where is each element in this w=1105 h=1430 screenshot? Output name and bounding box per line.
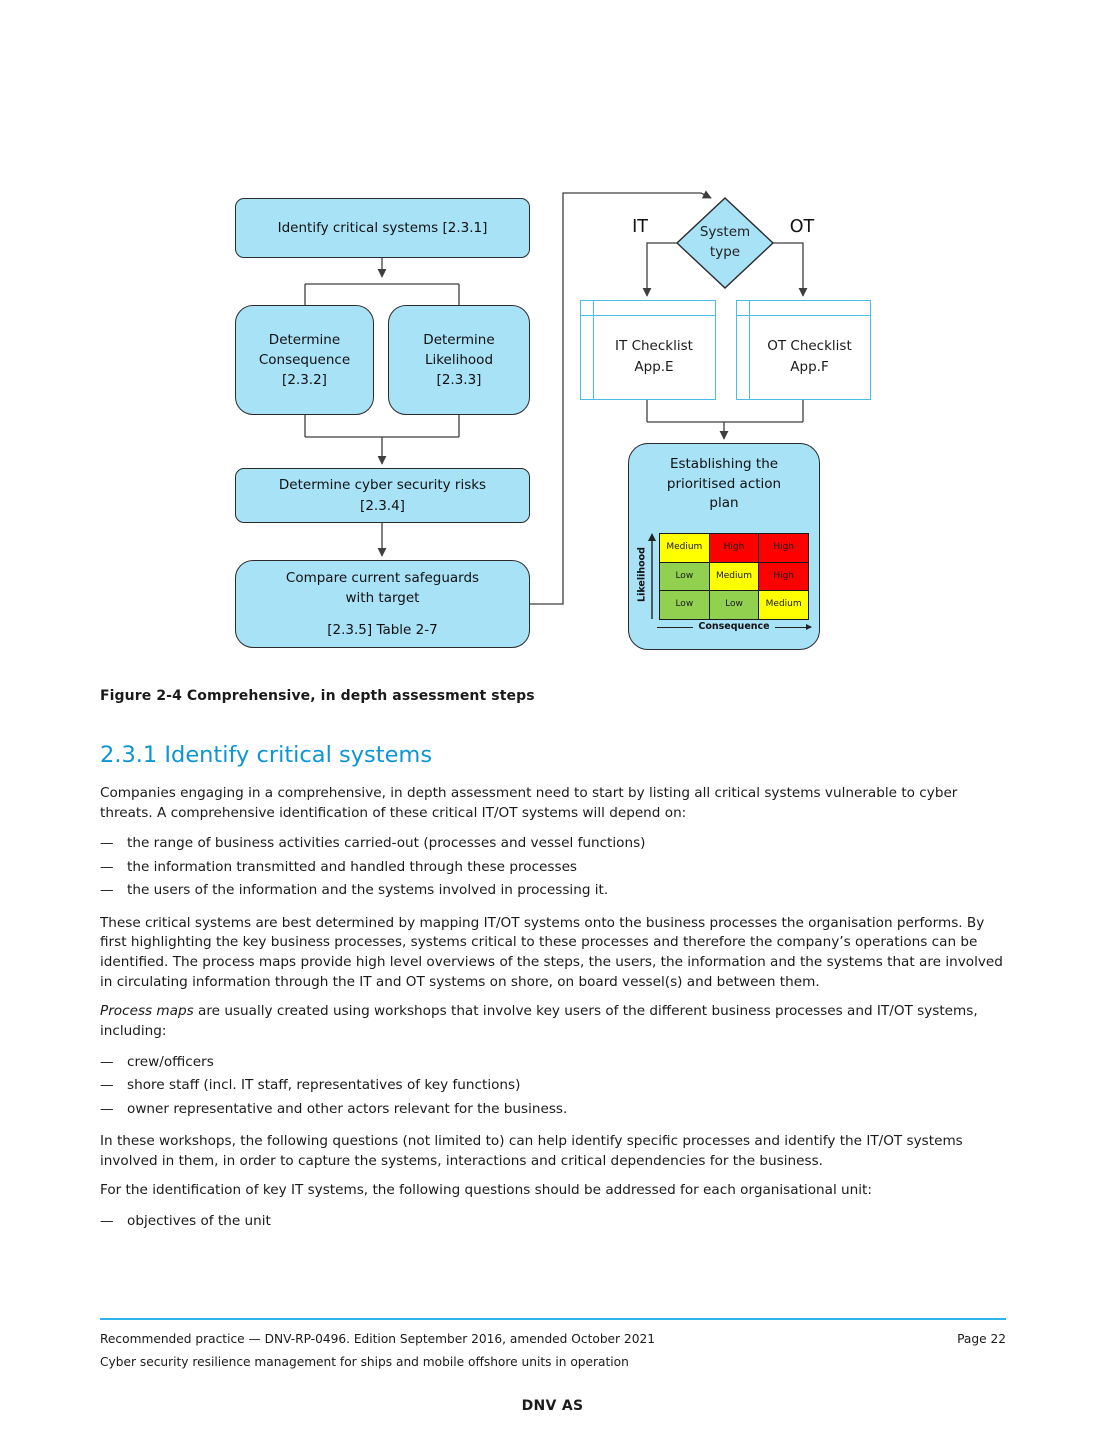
dash-marker: — xyxy=(100,882,114,899)
risk-matrix-cell: Medium xyxy=(759,591,808,619)
dash-marker: — xyxy=(100,1100,114,1117)
checklist-inner-hline xyxy=(581,315,715,316)
flowchart-box-action-plan: Establishing the prioritised action plan… xyxy=(628,443,820,650)
branch-label-ot: OT xyxy=(789,217,815,237)
risk-matrix: Medium High High Low Medium High Low Low… xyxy=(659,533,809,620)
paragraph-text: are usually created using workshops that… xyxy=(100,1003,978,1040)
paragraph: For the identification of key IT systems… xyxy=(100,1182,872,1199)
list-item: — owner representative and other actors … xyxy=(100,1099,1006,1119)
risk-matrix-cell: Medium xyxy=(660,534,709,562)
list-item: — objectives of the unit xyxy=(100,1211,1006,1231)
ot-checklist-box: OT Checklist App.F xyxy=(736,300,871,400)
risk-matrix-cell: High xyxy=(759,534,808,562)
risk-matrix-cell: Medium xyxy=(709,562,759,591)
consequence-axis-line xyxy=(657,626,694,628)
page-footer: Recommended practice — DNV-RP-0496. Edit… xyxy=(100,1318,1006,1369)
dash-marker: — xyxy=(100,1213,114,1230)
it-checklist-label: IT Checklist App.E xyxy=(615,338,693,375)
footer-edition-text: Recommended practice — DNV-RP-0496. Edit… xyxy=(100,1332,655,1346)
bullet-list: — the range of business activities carri… xyxy=(100,833,1006,900)
risk-matrix-x-axis-label: Consequence xyxy=(698,620,770,632)
risk-matrix-cell: Low xyxy=(709,591,759,619)
checklist-inner-vline xyxy=(749,301,750,399)
action-plan-title: Establishing the prioritised action plan xyxy=(666,456,782,512)
list-item-text: owner representative and other actors re… xyxy=(127,1100,568,1117)
footer-document-subtitle: Cyber security resilience management for… xyxy=(100,1355,629,1369)
footer-divider xyxy=(100,1318,1006,1320)
it-checklist-box: IT Checklist App.E xyxy=(580,300,716,400)
footer-page-number: Page 22 xyxy=(957,1332,1006,1346)
italic-lead: Process maps xyxy=(100,1003,194,1020)
consequence-axis: Consequence xyxy=(657,620,813,634)
compare-box-text: Compare current safeguards with target xyxy=(285,570,480,607)
decision-system-type-label: System type xyxy=(699,224,751,260)
dash-marker: — xyxy=(100,858,114,875)
figure-2-4-diagram: Identify critical systems [2.3.1] Determ… xyxy=(0,170,1105,682)
list-item: — shore staff (incl. IT staff, represent… xyxy=(100,1075,1006,1095)
list-item: — crew/officers xyxy=(100,1052,1006,1072)
risk-matrix-cell: Low xyxy=(660,591,709,619)
consequence-axis-arrow xyxy=(774,623,813,630)
list-item-text: the information transmitted and handled … xyxy=(127,858,578,875)
ot-checklist-label: OT Checklist App.F xyxy=(767,338,852,375)
flowchart-connectors xyxy=(304,190,808,605)
list-item-text: crew/officers xyxy=(127,1053,214,1070)
dash-marker: — xyxy=(100,835,114,852)
section-content: 2.3.1 Identify critical systems Companie… xyxy=(100,742,1006,1244)
dash-marker: — xyxy=(100,1077,114,1094)
flowchart-box-determine-consequence: Determine Consequence [2.3.2] xyxy=(235,305,374,415)
paragraph: These critical systems are best determin… xyxy=(100,914,1003,990)
list-item-text: the users of the information and the sys… xyxy=(127,882,609,899)
figure-caption: Figure 2-4 Comprehensive, in depth asses… xyxy=(100,688,535,704)
bullet-list: — crew/officers — shore staff (incl. IT … xyxy=(100,1052,1006,1119)
publisher-name: DNV AS xyxy=(521,1398,584,1414)
checklist-inner-vline xyxy=(593,301,594,399)
list-item: — the range of business activities carri… xyxy=(100,833,1006,853)
branch-label-it: IT xyxy=(632,217,648,237)
section-heading: 2.3.1 Identify critical systems xyxy=(100,742,433,768)
bullet-list: — objectives of the unit xyxy=(100,1211,1006,1231)
list-item: — the information transmitted and handle… xyxy=(100,857,1006,877)
checklist-inner-hline xyxy=(737,315,870,316)
dash-marker: — xyxy=(100,1053,114,1070)
list-item-text: shore staff (incl. IT staff, representat… xyxy=(127,1077,521,1094)
flowchart-box-determine-likelihood: Determine Likelihood [2.3.3] xyxy=(388,305,530,415)
list-item: — the users of the information and the s… xyxy=(100,880,1006,900)
paragraph: In these workshops, the following questi… xyxy=(100,1132,963,1169)
compare-box-reference: [2.3.5] Table 2-7 xyxy=(327,621,438,638)
flowchart-box-identify-critical-systems: Identify critical systems [2.3.1] xyxy=(235,198,530,258)
list-item-text: objectives of the unit xyxy=(127,1213,271,1230)
risk-matrix-cell: High xyxy=(759,562,808,591)
flowchart-box-compare-safeguards: Compare current safeguards with target [… xyxy=(235,560,530,648)
likelihood-axis-arrow xyxy=(648,533,656,619)
list-item-text: the range of business activities carried… xyxy=(127,835,646,852)
risk-matrix-cell: High xyxy=(709,534,759,562)
paragraph: Process maps are usually created using w… xyxy=(100,1002,1006,1041)
risk-matrix-cell: Low xyxy=(660,562,709,591)
flowchart-box-determine-risks: Determine cyber security risks [2.3.4] xyxy=(235,468,530,523)
paragraph: Companies engaging in a comprehensive, i… xyxy=(100,785,958,821)
